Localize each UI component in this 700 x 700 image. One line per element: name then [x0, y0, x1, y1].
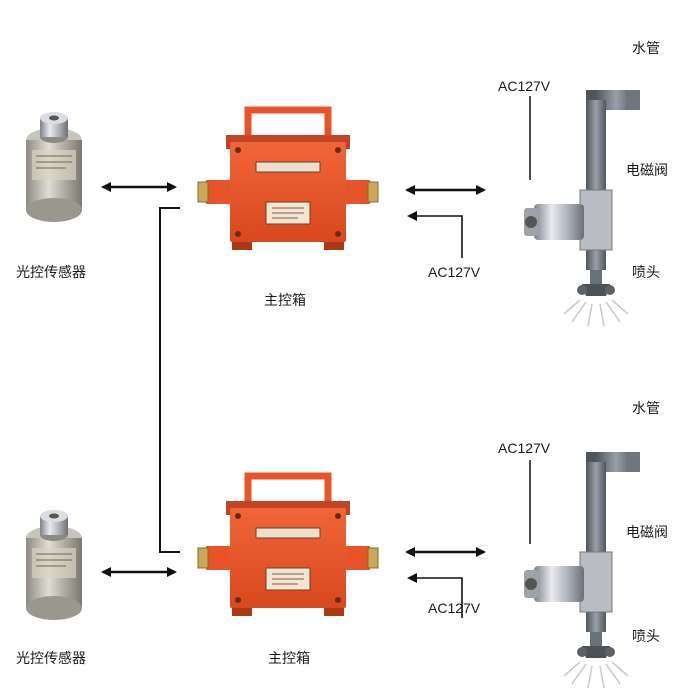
- control-box-icon: [198, 476, 378, 616]
- solenoid-valve-label: 电磁阀: [626, 525, 668, 541]
- voltage-label: AC127V: [428, 600, 481, 616]
- unit-link-line: [159, 207, 180, 553]
- controller-label: 主控箱: [264, 293, 306, 309]
- power-in-arrow: [407, 211, 463, 258]
- water-pipe-label: 水管: [632, 41, 660, 57]
- solenoid-valve-icon: [524, 452, 640, 688]
- sensor-label: 光控传感器: [16, 265, 86, 281]
- nozzle-label: 喷头: [632, 265, 660, 281]
- voltage-label: AC127V: [498, 440, 551, 456]
- sensor-label: 光控传感器: [16, 651, 86, 667]
- solenoid-valve-label: 电磁阀: [626, 163, 668, 179]
- voltage-label: AC127V: [498, 78, 551, 94]
- controller-label: 主控箱: [268, 651, 310, 667]
- power-in-arrow: [407, 573, 463, 618]
- control-box-icon: [198, 110, 378, 250]
- light-sensor-icon: [25, 111, 83, 223]
- nozzle-label: 喷头: [632, 629, 660, 645]
- water-pipe-label: 水管: [632, 401, 660, 417]
- solenoid-valve-icon: [524, 90, 640, 326]
- light-sensor-icon: [25, 509, 83, 621]
- voltage-label: AC127V: [428, 264, 481, 280]
